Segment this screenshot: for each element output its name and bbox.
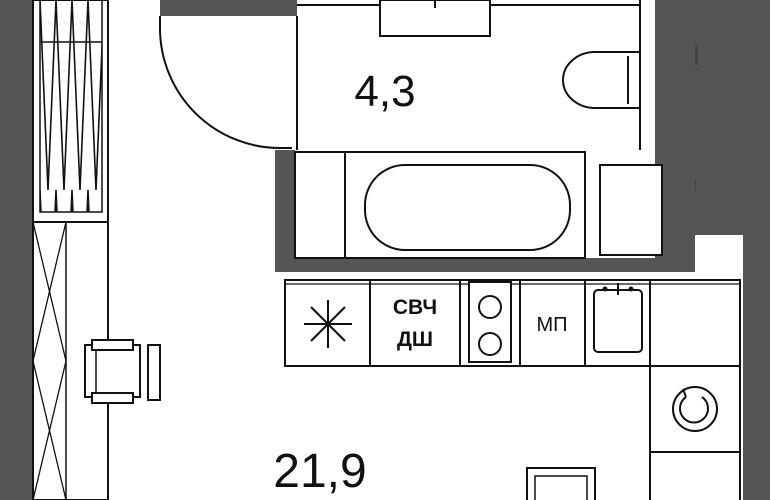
cooktop <box>468 281 512 363</box>
bathroom-sink <box>297 0 640 37</box>
microwave-label: СВЧ <box>393 296 437 319</box>
left-outer-wall <box>0 0 33 500</box>
bathroom-wall-bottom <box>275 258 695 272</box>
bathroom-area-label: 4,3 <box>354 67 415 116</box>
main-room-area-label: 21,9 <box>273 445 366 498</box>
bathtub <box>294 151 663 259</box>
dishwasher-label: ДШ <box>397 328 433 351</box>
door-swing <box>159 16 292 149</box>
desk-with-chair <box>84 339 161 404</box>
washer-label: МП <box>536 314 567 336</box>
wardrobe-hatching <box>39 0 103 213</box>
washing-machine-icon <box>649 365 741 453</box>
kitchen-counter <box>284 279 741 500</box>
bathroom-wall-left <box>275 150 295 272</box>
right-outer-wall-upper <box>695 0 770 235</box>
bathroom-top-wall-left <box>160 0 285 16</box>
snowflake-icon <box>304 300 352 348</box>
toilet <box>562 51 641 109</box>
bathroom-wall-top-segment <box>285 0 297 16</box>
kitchen-sink <box>593 283 643 353</box>
right-outer-wall <box>743 235 770 500</box>
